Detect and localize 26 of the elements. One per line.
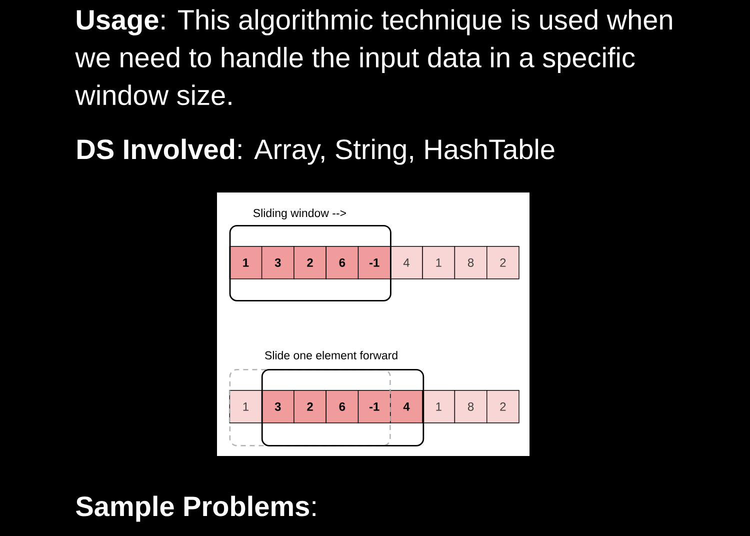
array-cell: 8 — [454, 390, 488, 424]
array-cell: 4 — [390, 246, 423, 280]
array-cell: 2 — [294, 246, 326, 280]
array-cell: 2 — [294, 390, 326, 424]
array-cell: 1 — [422, 246, 456, 280]
array-cell: 4 — [390, 390, 423, 424]
info-text: DS Involved: Array, String, HashTable — [78, 138, 554, 165]
array-cell: 1 — [422, 390, 456, 424]
window-frame — [261, 369, 424, 446]
array-cell: 3 — [261, 246, 294, 280]
section-heading: Sample Problems: — [76, 496, 316, 522]
array-cell: -1 — [358, 390, 391, 424]
caption: Sliding window --> — [253, 208, 346, 220]
caption: Slide one element forward — [265, 350, 398, 360]
array-cell: 1 — [229, 246, 262, 280]
array-cell: 2 — [486, 246, 520, 280]
array-cell: 1 — [229, 390, 262, 424]
window-frame — [229, 225, 392, 302]
array-cell: 6 — [326, 390, 359, 424]
array-cell: 2 — [486, 390, 520, 424]
previous-window-frame — [229, 369, 391, 446]
array-cell: 3 — [261, 390, 294, 424]
array-cell: 8 — [454, 246, 488, 280]
array-cell: -1 — [358, 246, 391, 280]
array-cell: 6 — [326, 246, 359, 280]
description-text: Usage: This algorithmic technique is used when we need to handle the input data in a specific window size. — [75, 9, 672, 106]
